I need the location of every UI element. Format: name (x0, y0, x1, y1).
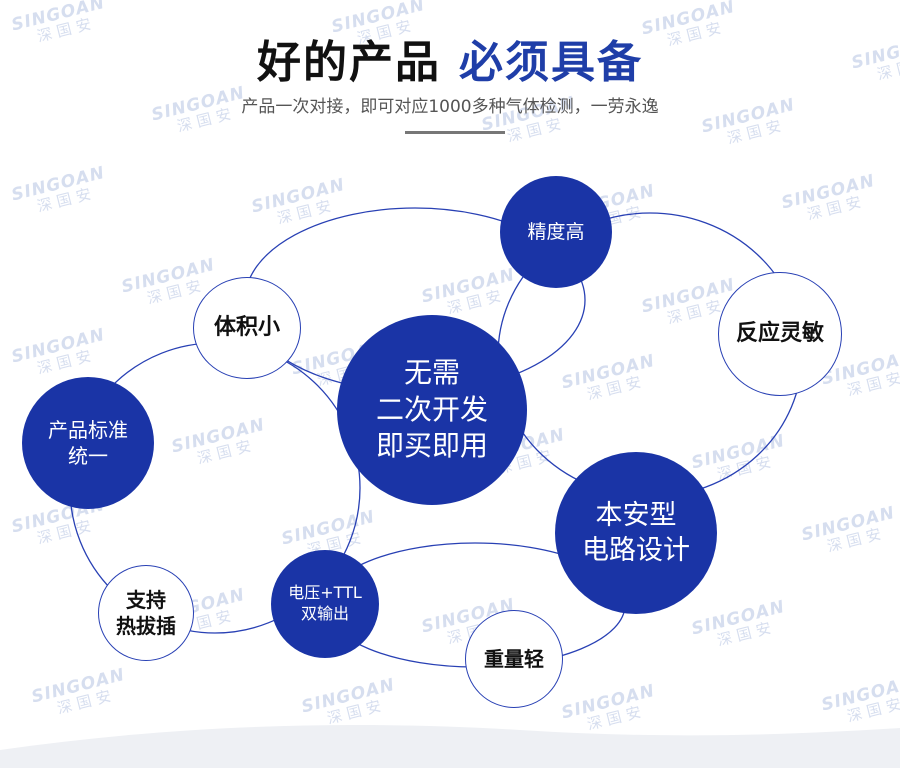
title-underline (405, 131, 505, 134)
feature-precision: 精度高 (500, 176, 612, 288)
feature-compact-label: 体积小 (213, 314, 280, 340)
feature-dual-output-label: 电压+TTL 双输出 (288, 583, 362, 623)
feature-precision-label: 精度高 (527, 220, 585, 243)
bottom-wave-decoration (0, 724, 900, 768)
feature-light-weight-label: 重量轻 (484, 647, 544, 671)
page-subtitle: 产品一次对接，即可对应1000多种气体检测，一劳永逸 (241, 97, 659, 117)
center-node: 无需 二次开发 即买即用 (337, 315, 527, 505)
feature-hot-swap-label: 支持 热拔插 (116, 588, 176, 638)
feature-response: 反应灵敏 (718, 272, 842, 396)
page-title: 好的产品必须具备 (0, 26, 900, 90)
feature-compact: 体积小 (193, 277, 301, 379)
feature-hot-swap: 支持 热拔插 (98, 565, 194, 661)
title-main: 好的产品 (257, 37, 441, 88)
center-node-label: 无需 二次开发 即买即用 (375, 356, 488, 463)
feature-intrinsic-safety: 本安型 电路设计 (555, 452, 717, 614)
feature-dual-output: 电压+TTL 双输出 (271, 550, 379, 658)
title-accent: 必须具备 (459, 37, 643, 88)
feature-light-weight: 重量轻 (465, 610, 563, 708)
feature-standardized-label: 产品标准 统一 (48, 418, 128, 468)
feature-standardized: 产品标准 统一 (22, 377, 154, 509)
feature-response-label: 反应灵敏 (735, 320, 824, 346)
feature-intrinsic-safety-label: 本安型 电路设计 (582, 499, 690, 566)
